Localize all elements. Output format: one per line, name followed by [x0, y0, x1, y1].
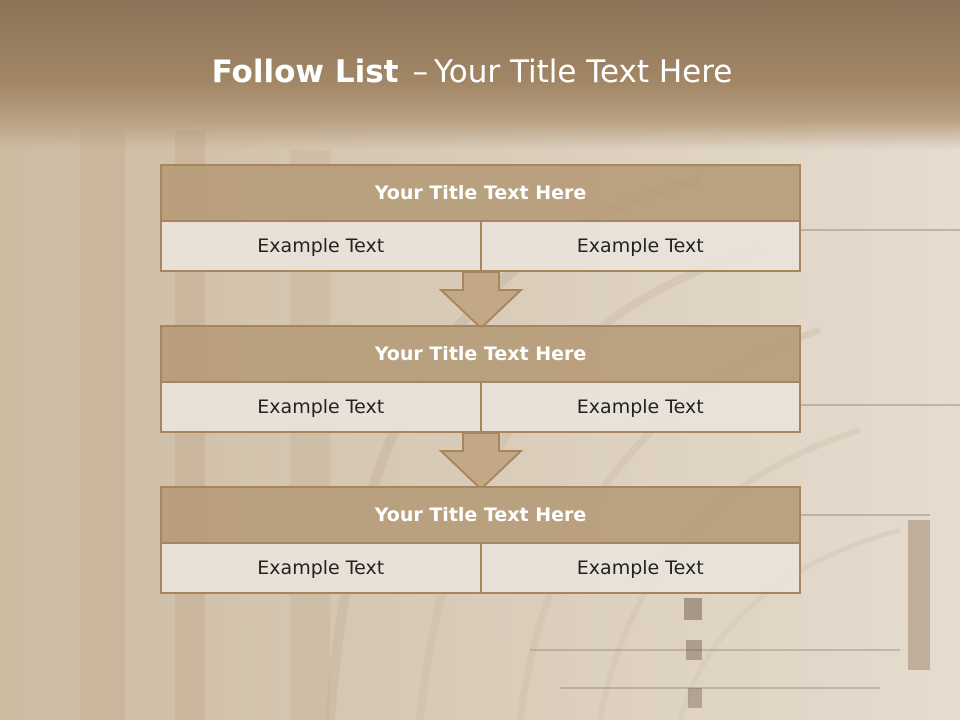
slide-title: Follow List–Your Title Text Here [0, 54, 944, 90]
step-text-right: Example Text [479, 383, 799, 431]
slide-title-dash: – [412, 54, 428, 90]
down-arrow-icon [438, 271, 524, 330]
step-text-left: Example Text [162, 544, 480, 592]
step-text-right: Example Text [479, 222, 799, 270]
step-title: Your Title Text Here [162, 488, 799, 544]
step-row: Example Text Example Text [162, 544, 799, 592]
step-box-1: Your Title Text Here Example Text Exampl… [160, 164, 801, 272]
step-box-2: Your Title Text Here Example Text Exampl… [160, 325, 801, 433]
slide-title-bold: Follow List [211, 54, 399, 90]
step-row: Example Text Example Text [162, 222, 799, 270]
title-band [0, 0, 960, 150]
step-text-left: Example Text [162, 383, 480, 431]
step-row: Example Text Example Text [162, 383, 799, 431]
slide-title-rest: Your Title Text Here [433, 54, 733, 90]
step-text-left: Example Text [162, 222, 480, 270]
step-box-3: Your Title Text Here Example Text Exampl… [160, 486, 801, 594]
step-title: Your Title Text Here [162, 166, 799, 222]
step-title: Your Title Text Here [162, 327, 799, 383]
down-arrow-icon [438, 432, 524, 491]
step-text-right: Example Text [479, 544, 799, 592]
